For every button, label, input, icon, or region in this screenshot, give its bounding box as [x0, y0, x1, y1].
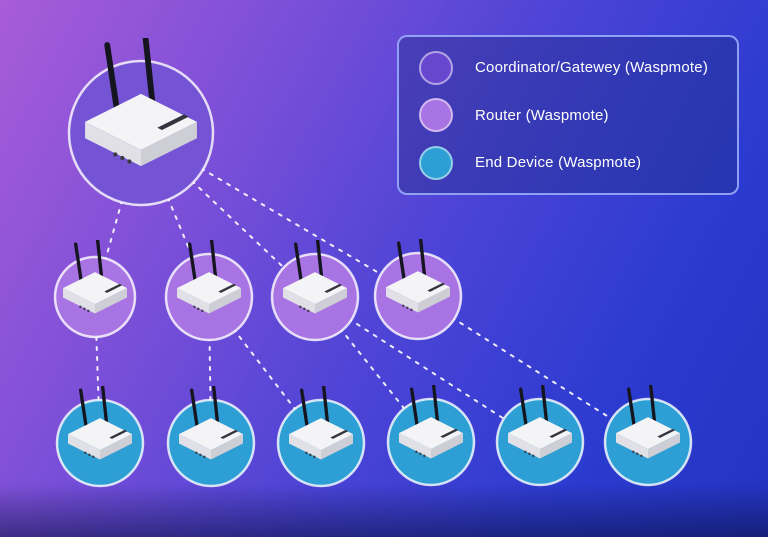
end-node: [276, 386, 366, 488]
end-device-color-icon: [419, 145, 453, 180]
router-node: [53, 240, 137, 339]
router-node: [164, 240, 254, 342]
legend-item-end-device: End Device (Waspmote): [419, 145, 737, 180]
legend-label-router: Router (Waspmote): [475, 106, 609, 124]
connection-line: [314, 296, 541, 443]
end-node: [386, 385, 476, 487]
end-node: [495, 385, 585, 487]
router-node: [270, 240, 360, 342]
legend-panel: Coordinator/Gatewey (Waspmote) Router (W…: [397, 35, 739, 195]
legend-item-router: Router (Waspmote): [419, 98, 737, 132]
coordinator-color-icon: [419, 50, 453, 85]
nodes-layer: [53, 39, 693, 488]
legend-item-coordinator: Coordinator/Gatewey (Waspmote): [419, 50, 737, 85]
router-node: [373, 239, 463, 341]
end-node: [55, 386, 145, 488]
legend-label-coordinator: Coordinator/Gatewey (Waspmote): [475, 59, 709, 76]
end-node: [603, 385, 693, 487]
end-node: [166, 386, 256, 488]
router-color-icon: [419, 98, 453, 132]
coordinator-node: [67, 39, 215, 207]
legend-label-end-device: End Device (Waspmote): [475, 154, 642, 171]
